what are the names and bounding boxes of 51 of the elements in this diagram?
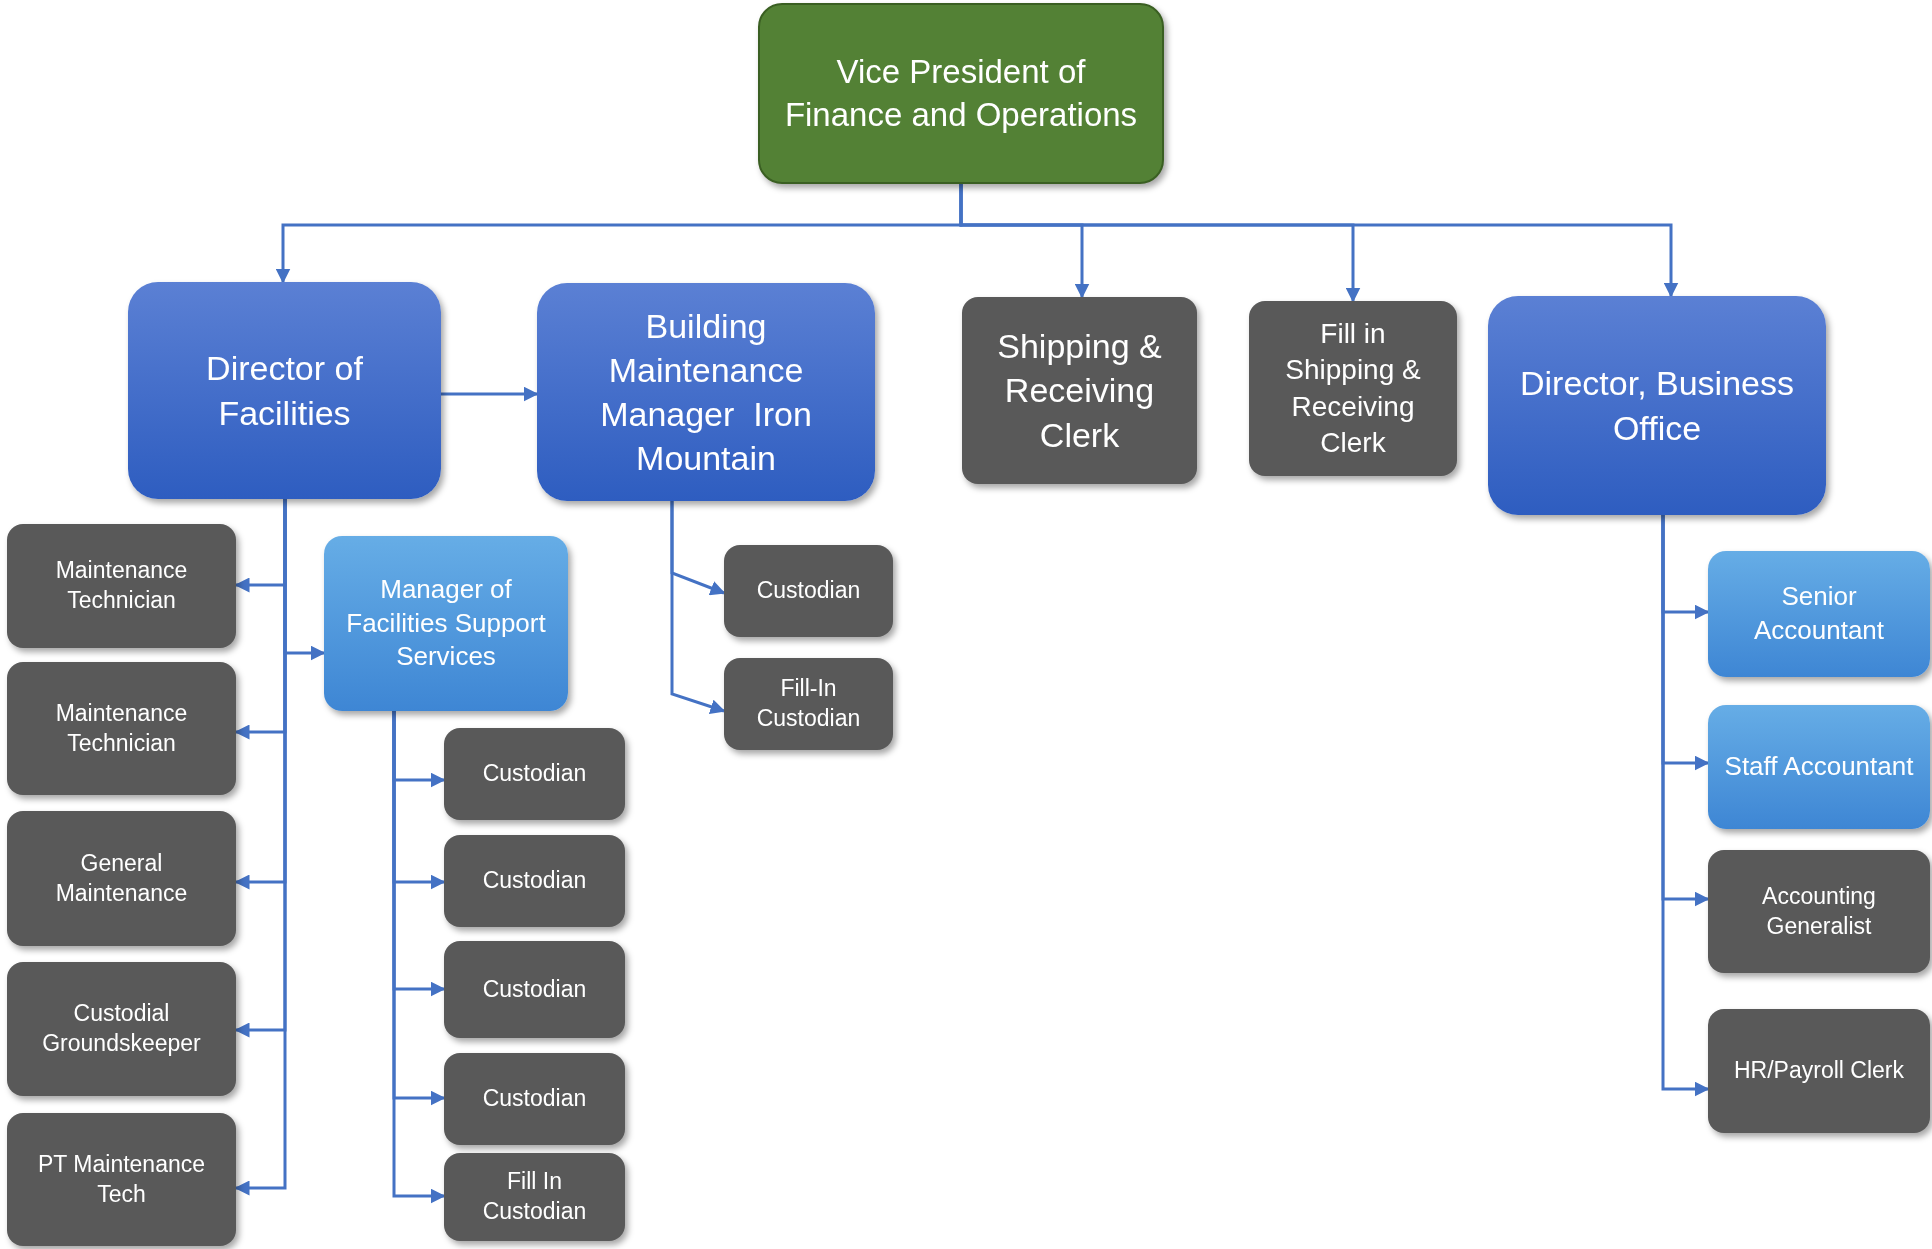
connector-arrow <box>1661 515 1710 1097</box>
position-box <box>324 536 568 711</box>
position-title: Custodian <box>482 1084 587 1114</box>
position-box <box>1249 301 1457 476</box>
connector-arrow <box>392 711 446 1204</box>
position-title: Accounting Generalist <box>1761 881 1877 941</box>
connector-arrow <box>441 386 539 402</box>
position-title: PT Maintenance Tech <box>36 1149 207 1209</box>
position-title: Custodian <box>482 866 587 896</box>
position-title: Building Maintenance Manager Iron Mountain <box>599 305 813 480</box>
connector-arrow <box>959 184 1679 298</box>
position-title: Fill In Custodian <box>481 1167 588 1226</box>
position-box <box>1708 705 1930 829</box>
position-title: Director, Business Office <box>1519 363 1795 449</box>
position-box <box>1708 1009 1930 1133</box>
position-title: Staff Accountant <box>1724 750 1914 784</box>
position-title: Custodian <box>482 974 587 1004</box>
position-box <box>7 962 236 1096</box>
connector-arrow <box>670 501 726 714</box>
position-title: Fill in Shipping & Receiving Clerk <box>1284 316 1422 460</box>
position-title: Custodial Groundskeeper <box>41 999 202 1058</box>
position-title: Custodian <box>482 759 587 789</box>
position-box <box>444 1053 625 1145</box>
position-box <box>444 941 625 1038</box>
position-box <box>1488 296 1826 515</box>
position-title: Custodian <box>756 576 861 606</box>
position-box <box>7 524 236 648</box>
position-title: Maintenance Technician <box>54 698 189 758</box>
position-box <box>444 728 625 820</box>
position-box <box>128 282 441 499</box>
position-title: General Maintenance <box>54 848 189 908</box>
position-box <box>1708 551 1930 677</box>
position-box <box>758 3 1164 184</box>
position-box <box>724 658 893 750</box>
position-box <box>537 283 875 501</box>
position-box <box>444 1153 625 1241</box>
position-title: Director of Facilities <box>205 348 364 434</box>
position-title: Manager of Facilities Support Services <box>345 572 547 674</box>
position-title: Fill-In Custodian <box>755 674 862 733</box>
position-box <box>7 1113 236 1246</box>
position-box <box>1708 850 1930 973</box>
position-box <box>962 297 1197 484</box>
position-title: Shipping & Receiving Clerk <box>996 326 1163 456</box>
position-title: Senior Accountant <box>1752 580 1886 647</box>
position-title: Vice President of Finance and Operations <box>783 51 1139 135</box>
position-box <box>444 835 625 927</box>
position-title: Maintenance Technician <box>54 556 189 615</box>
position-title: HR/Payroll Clerk <box>1734 1056 1904 1086</box>
position-box <box>7 662 236 795</box>
position-box <box>724 545 893 637</box>
position-box <box>7 811 236 946</box>
